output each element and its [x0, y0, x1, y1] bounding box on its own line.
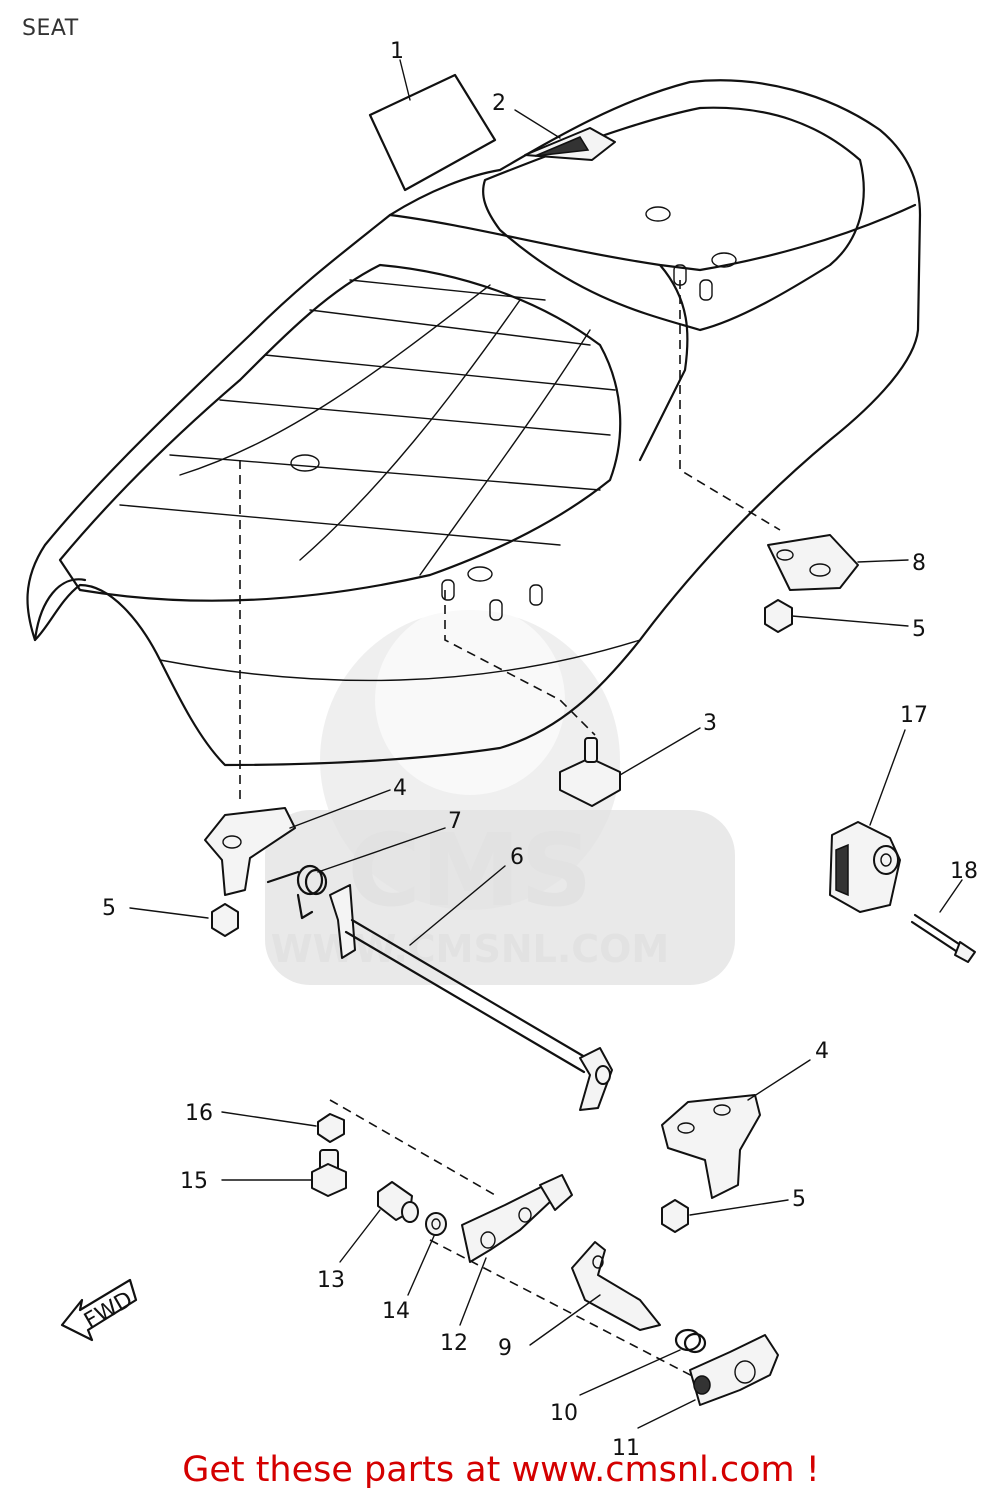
page-title: SEAT: [22, 16, 79, 41]
part-12-hook-bracket: [461, 1174, 573, 1263]
callout-17: 17: [900, 703, 928, 728]
callout-9: 9: [498, 1336, 512, 1361]
watermark: CMS WWW.CMSNL.COM: [265, 605, 735, 985]
footer-link-text[interactable]: Get these parts at www.cmsnl.com !: [182, 1450, 820, 1490]
part-14-washer: [425, 1212, 447, 1236]
callout-6: 6: [510, 845, 524, 870]
callout-4-rear: 4: [815, 1039, 829, 1064]
nut-5-lower: [661, 1199, 689, 1233]
callout-5-upper: 5: [912, 617, 926, 642]
part-8-bracket: [767, 534, 859, 591]
nut-5-left: [211, 903, 239, 937]
callout-18: 18: [950, 859, 978, 884]
leader-lines: [129, 59, 963, 1429]
callout-3: 3: [703, 711, 717, 736]
part-11-plate: [689, 1334, 779, 1406]
seat-assembly: [26, 79, 922, 767]
callout-1: 1: [390, 39, 404, 64]
part-16-nut: [317, 1113, 345, 1143]
part-6-rod: [329, 884, 613, 1111]
callout-5-left: 5: [102, 896, 116, 921]
callout-2: 2: [492, 91, 506, 116]
part-7-spring: [266, 864, 328, 920]
callout-4-front: 4: [393, 776, 407, 801]
part-18-screw: [910, 913, 976, 963]
watermark-logo-text: CMS: [348, 812, 593, 929]
callout-13: 13: [317, 1268, 345, 1293]
callout-7: 7: [448, 809, 462, 834]
part-17-seat-lock: [829, 821, 901, 913]
part-9-lever: [571, 1241, 661, 1331]
part-4-bracket-front: [204, 807, 296, 896]
part-4-bracket-rear: [661, 1094, 761, 1199]
part-13-collar: [377, 1181, 419, 1223]
callout-5-lower: 5: [792, 1187, 806, 1212]
callout-12: 12: [440, 1331, 468, 1356]
callout-15: 15: [180, 1169, 208, 1194]
part-15-bolt: [311, 1149, 347, 1197]
callout-8: 8: [912, 551, 926, 576]
callout-10: 10: [550, 1401, 578, 1426]
watermark-url-text: WWW.CMSNL.COM: [271, 927, 670, 971]
callout-labels: 1 2 3 4 4 5 5 5 6 7 8 9 10 11 12 13 14 1…: [102, 39, 978, 1461]
forward-direction-marker: FWD: [60, 1278, 137, 1342]
callout-16: 16: [185, 1101, 213, 1126]
part-10-spring: [674, 1328, 707, 1354]
callout-14: 14: [382, 1299, 410, 1324]
callout-11: 11: [612, 1436, 640, 1461]
nut-5-upper: [764, 599, 793, 633]
